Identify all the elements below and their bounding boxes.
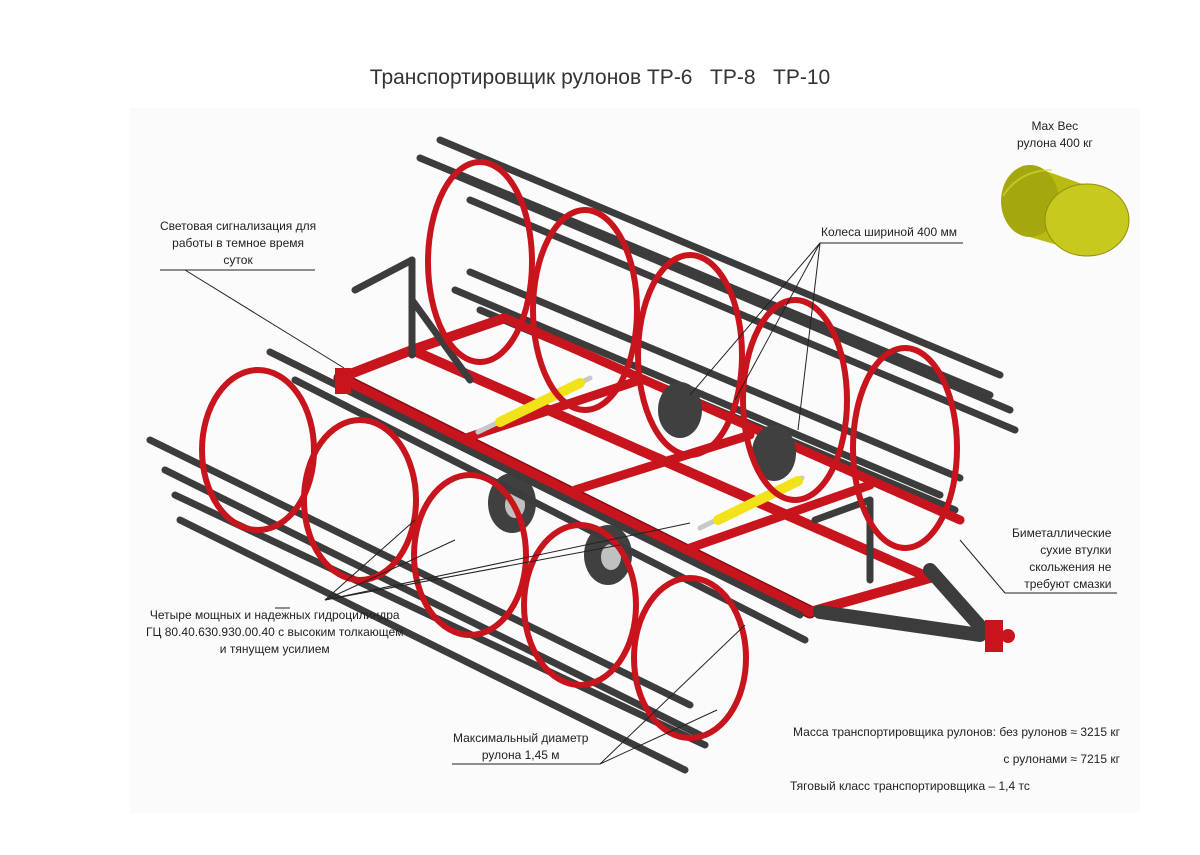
near-basket-rings: [199, 367, 749, 741]
leader-lines: [160, 242, 1117, 765]
signal-light: [335, 368, 351, 394]
mass-loaded-text: с рулонами ≈ 7215 кг: [1003, 752, 1120, 766]
hydraulic-cylinders: [475, 375, 805, 531]
bushings-label: Биметаллические сухие втулки скольжения …: [1012, 526, 1112, 591]
page-title: Транспортировщик рулонов ТР-6 ТР-8 ТР-10: [369, 66, 831, 89]
cylinders-label: Четыре мощных и надежных гидроцилиндра Г…: [146, 608, 404, 656]
drawbar: [813, 563, 1015, 652]
bale-icon: [1001, 165, 1130, 257]
diameter-label: Максимальный диаметр рулона 1,45 м: [453, 731, 589, 762]
wheels-label: Колеса шириной 400 мм: [821, 225, 957, 239]
far-basket: [416, 136, 1019, 514]
mass-empty-text: Масса транспортировщика рулонов: без рул…: [793, 725, 1120, 739]
max-weight-label: Max Вес рулона 400 кг: [1017, 119, 1093, 150]
far-basket-rings: [425, 159, 960, 551]
traction-class-text: Тяговый класс транспортировщика – 1,4 тс: [790, 779, 1030, 793]
signal-label: Световая сигнализация для работы в темно…: [160, 219, 317, 267]
